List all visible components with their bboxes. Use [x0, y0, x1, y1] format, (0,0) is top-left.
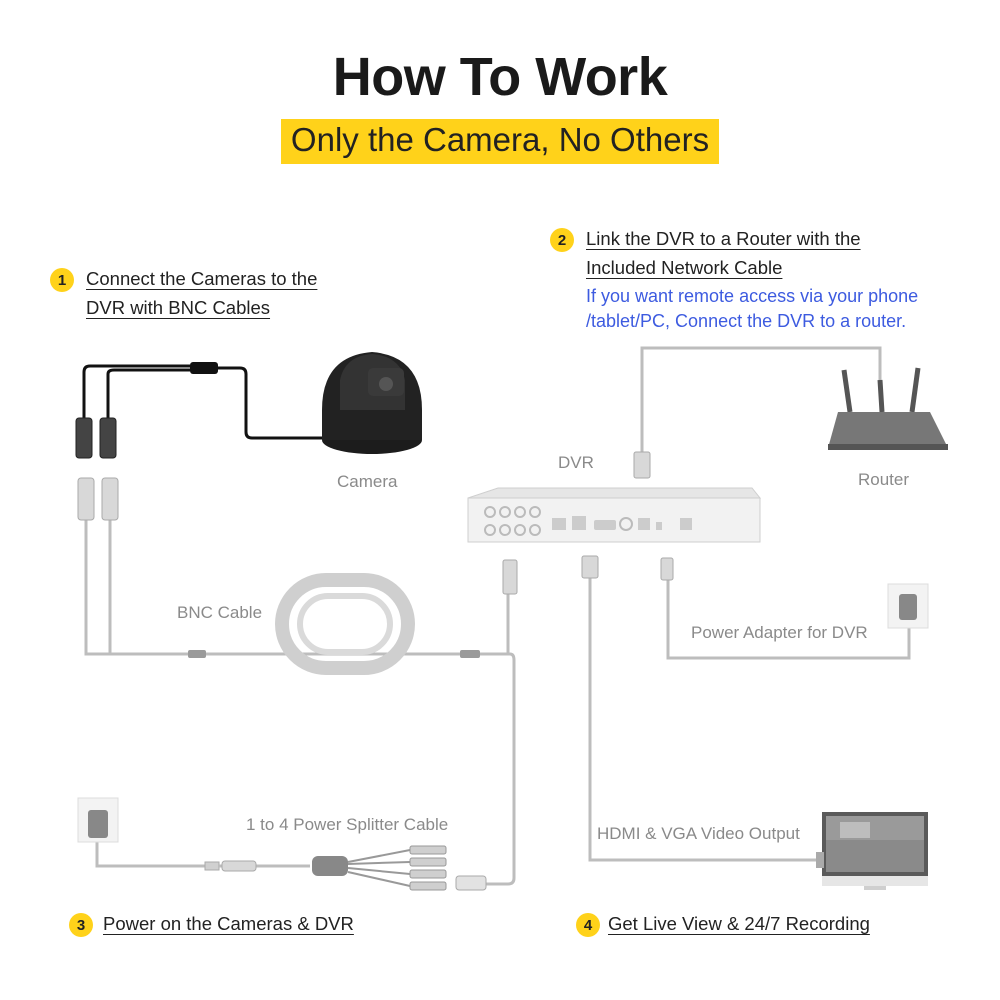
camera-cable-line: [82, 364, 330, 440]
video-output-label: HDMI & VGA Video Output: [597, 824, 800, 843]
hdmi-plug-icon: [816, 852, 824, 868]
camera-connector-icon: [75, 417, 117, 459]
bnc-cable-coil-icon: [275, 573, 415, 675]
cable-joint-icon: [188, 650, 206, 658]
power-adapter-label: Power Adapter for DVR: [691, 623, 868, 642]
dvr-label: DVR: [558, 453, 594, 472]
step-2-note-line-1: If you want remote access via your phone: [586, 286, 919, 306]
bnc-plug-icon: [502, 559, 518, 595]
cable-joint-icon: [190, 362, 218, 374]
wall-adapter-icon: [887, 583, 929, 629]
dvr-icon: [467, 487, 762, 543]
step-3-badge: 3: [69, 913, 93, 937]
router-icon: [828, 367, 948, 450]
step-4-badge: 4: [576, 913, 600, 937]
step-1-line-1: Connect the Cameras to the: [86, 268, 318, 289]
camera-label: Camera: [337, 472, 398, 491]
wall-power-line: [95, 840, 205, 868]
splitter-cable-icon: [204, 845, 487, 891]
router-label: Router: [858, 470, 910, 489]
wall-adapter-icon: [77, 797, 119, 843]
dc-plug-icon: [660, 557, 674, 581]
step-2-note: If you want remote access via your phone…: [586, 284, 986, 334]
dome-camera-icon: [322, 352, 422, 454]
step-4-text: Get Live View & 24/7 Recording: [608, 913, 870, 934]
step-2-line-1: Link the DVR to a Router with the: [586, 228, 861, 249]
hdmi-cable-line: [588, 575, 820, 862]
step-2-line-2: Included Network Cable: [586, 257, 783, 278]
bnc-plug-icon: [77, 477, 119, 521]
step-2-text: Link the DVR to a Router with the Includ…: [586, 224, 986, 282]
hdmi-plug-icon: [581, 555, 599, 579]
splitter-feed-line: [460, 652, 516, 886]
step-2-badge: 2: [550, 228, 574, 252]
step-3-text: Power on the Cameras & DVR: [103, 913, 354, 934]
step-1-badge: 1: [50, 268, 74, 292]
bnc-cable-label: BNC Cable: [177, 603, 263, 622]
step-2-note-line-2: /tablet/PC, Connect the DVR to a router.: [586, 311, 907, 331]
network-cable-line: [640, 346, 882, 455]
step-1-text: Connect the Cameras to the DVR with BNC …: [86, 264, 386, 322]
cable-joint-icon: [460, 650, 480, 658]
page-title: How To Work: [332, 47, 668, 107]
splitter-label: 1 to 4 Power Splitter Cable: [246, 815, 449, 834]
subtitle: Only the Camera, No Others: [280, 119, 720, 164]
network-plug-icon: [633, 451, 651, 479]
monitor-icon: [822, 812, 928, 890]
cable-lines: [84, 346, 911, 886]
step-1-line-2: DVR with BNC Cables: [86, 297, 271, 318]
subtitle-banner: Only the Camera, No Others: [0, 119, 1000, 164]
adapter-cable-line: [666, 560, 911, 660]
